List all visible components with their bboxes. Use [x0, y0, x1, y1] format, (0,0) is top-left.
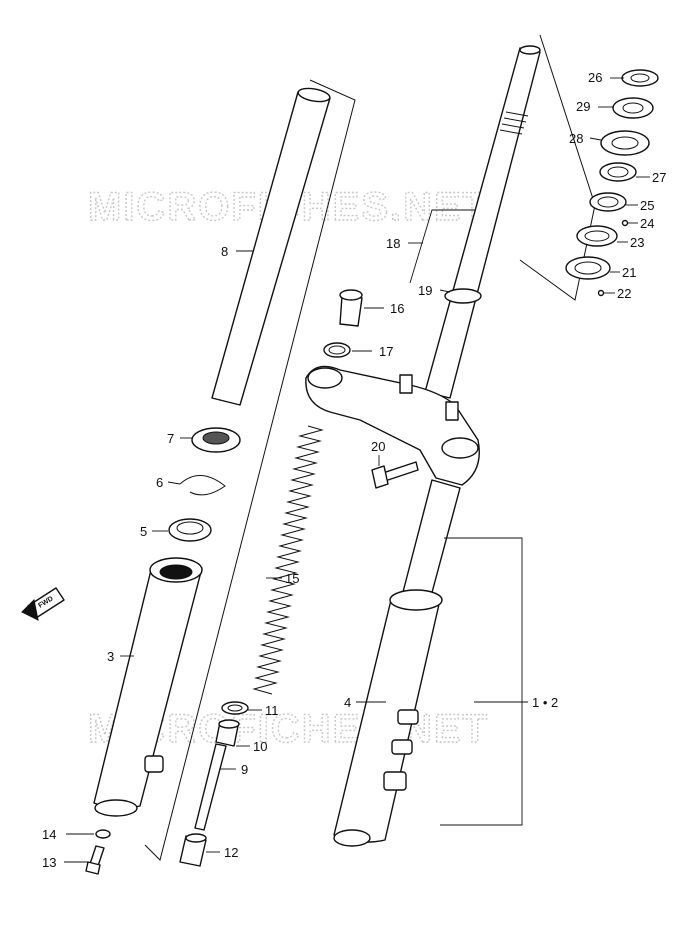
- callout-10: 10: [253, 739, 267, 754]
- part-18-steering-stem[interactable]: [424, 45, 541, 399]
- part-13-bolt[interactable]: [85, 845, 105, 875]
- callout-17: 17: [379, 344, 393, 359]
- callout-7: 7: [167, 431, 174, 446]
- callout-20: 20: [371, 439, 385, 454]
- callout-25: 25: [640, 198, 654, 213]
- callout-27: 27: [652, 170, 666, 185]
- lower-bracket[interactable]: [305, 365, 480, 486]
- callout-14: 14: [42, 827, 56, 842]
- bearing-kit-frame: [519, 34, 596, 301]
- part-9-damper-rod[interactable]: [194, 743, 227, 831]
- part-24-ball[interactable]: [621, 219, 629, 227]
- callout-21: 21: [622, 265, 636, 280]
- callout-23: 23: [630, 235, 644, 250]
- part-14-gasket[interactable]: [95, 829, 111, 839]
- callout-5: 5: [140, 524, 147, 539]
- part-15-fork-spring[interactable]: [252, 425, 324, 695]
- callout-1-2: 1 • 2: [532, 695, 558, 710]
- callout-3: 3: [107, 649, 114, 664]
- part-3-left-outer-tube[interactable]: [93, 557, 203, 817]
- callout-19: 19: [418, 283, 432, 298]
- forward-direction-badge: FWD: [21, 587, 65, 621]
- callout-labels: 26 29 28 27 25 24 23 21 22 18 19 8 16 17…: [42, 70, 666, 870]
- callout-8: 8: [221, 244, 228, 259]
- fork-tube-frame: [144, 79, 356, 861]
- part-22-small-ball[interactable]: [597, 289, 605, 297]
- callout-26: 26: [588, 70, 602, 85]
- callout-13: 13: [42, 855, 56, 870]
- callout-18: 18: [386, 236, 400, 251]
- part-10-piston-ring[interactable]: [215, 719, 240, 747]
- part-4-right-outer-tube[interactable]: [333, 479, 461, 847]
- callout-15: 15: [285, 571, 299, 586]
- leader-lines: [64, 77, 650, 863]
- part-12-oil-lock-piece[interactable]: [179, 833, 207, 867]
- part-25-bearing[interactable]: [589, 192, 627, 212]
- callout-24: 24: [640, 216, 654, 231]
- part-26-lock-nut[interactable]: [621, 69, 659, 87]
- part-16-cap-bolt[interactable]: [339, 289, 363, 327]
- part-20-clamp-bolt[interactable]: [371, 461, 419, 489]
- part-6-circlip[interactable]: [179, 475, 226, 496]
- part-11-washer[interactable]: [221, 701, 249, 715]
- callout-29: 29: [576, 99, 590, 114]
- part-21-lower-bearing[interactable]: [565, 256, 611, 280]
- callout-4: 4: [344, 695, 351, 710]
- part-23-bearing-race[interactable]: [576, 225, 618, 247]
- callout-22: 22: [617, 286, 631, 301]
- callout-28: 28: [569, 131, 583, 146]
- callout-9: 9: [241, 762, 248, 777]
- part-19-stem-collar[interactable]: [444, 288, 482, 304]
- part-5-bushing[interactable]: [168, 518, 212, 542]
- callout-11: 11: [265, 703, 279, 718]
- part-29-adjust-nut[interactable]: [612, 97, 654, 119]
- callout-6: 6: [156, 475, 163, 490]
- part-28-dust-seal[interactable]: [600, 130, 650, 156]
- part-17-o-ring[interactable]: [323, 342, 351, 358]
- part-8-inner-tube[interactable]: [211, 86, 331, 406]
- callout-12: 12: [224, 845, 238, 860]
- part-7-oil-seal[interactable]: [191, 427, 241, 453]
- part-27-bearing-race[interactable]: [599, 162, 637, 182]
- callout-16: 16: [390, 301, 404, 316]
